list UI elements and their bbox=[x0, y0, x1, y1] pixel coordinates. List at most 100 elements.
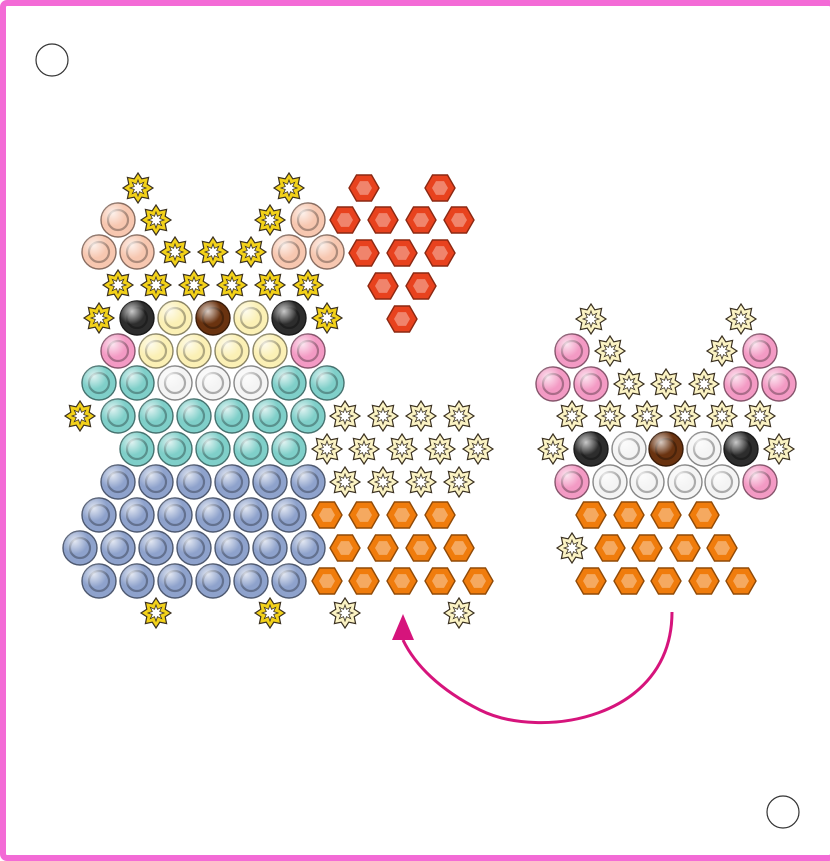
round-bead-icon bbox=[668, 465, 702, 499]
star-bead-icon bbox=[123, 173, 153, 203]
round-bead-icon bbox=[63, 531, 97, 565]
hex-bead-icon bbox=[330, 535, 360, 561]
star-bead-icon bbox=[745, 401, 775, 431]
star-bead-icon bbox=[444, 467, 474, 497]
hex-bead-icon bbox=[387, 240, 417, 266]
pegboard-hole-icon bbox=[36, 44, 68, 76]
star-bead-icon bbox=[274, 173, 304, 203]
round-bead-icon bbox=[101, 465, 135, 499]
hex-bead-icon bbox=[387, 568, 417, 594]
star-bead-icon bbox=[707, 401, 737, 431]
round-bead-icon bbox=[291, 203, 325, 237]
star-bead-icon bbox=[764, 434, 794, 464]
hex-bead-icon bbox=[368, 273, 398, 299]
round-bead-icon bbox=[253, 465, 287, 499]
star-bead-icon bbox=[406, 467, 436, 497]
hex-bead-icon bbox=[312, 568, 342, 594]
round-bead-icon bbox=[253, 531, 287, 565]
star-bead-icon bbox=[595, 336, 625, 366]
round-bead-icon bbox=[687, 432, 721, 466]
round-bead-icon bbox=[272, 301, 306, 335]
hex-bead-icon bbox=[425, 568, 455, 594]
hex-bead-icon bbox=[689, 502, 719, 528]
star-bead-icon bbox=[425, 434, 455, 464]
round-bead-icon bbox=[120, 498, 154, 532]
round-bead-icon bbox=[215, 465, 249, 499]
star-bead-icon bbox=[368, 401, 398, 431]
star-bead-icon bbox=[538, 434, 568, 464]
round-bead-icon bbox=[139, 531, 173, 565]
round-bead-icon bbox=[574, 367, 608, 401]
star-bead-icon bbox=[595, 401, 625, 431]
hex-bead-icon bbox=[349, 502, 379, 528]
hex-bead-icon bbox=[726, 568, 756, 594]
round-bead-icon bbox=[234, 366, 268, 400]
round-bead-icon bbox=[158, 366, 192, 400]
hex-bead-icon bbox=[349, 175, 379, 201]
round-bead-icon bbox=[82, 366, 116, 400]
round-bead-icon bbox=[724, 367, 758, 401]
star-bead-icon bbox=[312, 434, 342, 464]
star-bead-icon bbox=[463, 434, 493, 464]
round-bead-icon bbox=[139, 465, 173, 499]
round-bead-icon bbox=[177, 399, 211, 433]
round-bead-icon bbox=[272, 432, 306, 466]
round-bead-icon bbox=[705, 465, 739, 499]
round-bead-icon bbox=[120, 235, 154, 269]
hex-bead-icon bbox=[632, 535, 662, 561]
star-bead-icon bbox=[406, 401, 436, 431]
star-bead-icon bbox=[576, 304, 606, 334]
star-bead-icon bbox=[387, 434, 417, 464]
star-bead-icon bbox=[312, 303, 342, 333]
hex-bead-icon bbox=[406, 207, 436, 233]
round-bead-icon bbox=[649, 432, 683, 466]
star-bead-icon bbox=[651, 369, 681, 399]
round-bead-icon bbox=[120, 564, 154, 598]
hex-bead-icon bbox=[463, 568, 493, 594]
round-bead-icon bbox=[272, 564, 306, 598]
round-bead-icon bbox=[196, 498, 230, 532]
hex-bead-icon bbox=[387, 306, 417, 332]
hex-bead-icon bbox=[707, 535, 737, 561]
star-bead-icon bbox=[160, 237, 190, 267]
round-bead-icon bbox=[310, 366, 344, 400]
round-bead-icon bbox=[101, 334, 135, 368]
round-bead-icon bbox=[234, 301, 268, 335]
hex-bead-icon bbox=[312, 502, 342, 528]
hex-bead-icon bbox=[444, 535, 474, 561]
star-bead-icon bbox=[141, 205, 171, 235]
round-bead-icon bbox=[177, 465, 211, 499]
star-bead-icon bbox=[557, 533, 587, 563]
round-bead-icon bbox=[82, 235, 116, 269]
round-bead-icon bbox=[101, 399, 135, 433]
hex-bead-icon bbox=[330, 207, 360, 233]
round-bead-icon bbox=[630, 465, 664, 499]
star-bead-icon bbox=[614, 369, 644, 399]
star-bead-icon bbox=[349, 434, 379, 464]
round-bead-icon bbox=[215, 334, 249, 368]
round-bead-icon bbox=[196, 564, 230, 598]
round-bead-icon bbox=[291, 465, 325, 499]
round-bead-icon bbox=[82, 498, 116, 532]
round-bead-icon bbox=[253, 334, 287, 368]
round-bead-icon bbox=[196, 432, 230, 466]
round-bead-icon bbox=[101, 531, 135, 565]
round-bead-icon bbox=[139, 399, 173, 433]
star-bead-icon bbox=[65, 401, 95, 431]
round-bead-icon bbox=[120, 366, 154, 400]
star-bead-icon bbox=[84, 303, 114, 333]
round-bead-icon bbox=[724, 432, 758, 466]
hex-bead-icon bbox=[425, 175, 455, 201]
round-bead-icon bbox=[555, 334, 589, 368]
round-bead-icon bbox=[215, 399, 249, 433]
hex-bead-icon bbox=[406, 535, 436, 561]
round-bead-icon bbox=[101, 203, 135, 237]
star-bead-icon bbox=[255, 205, 285, 235]
round-bead-icon bbox=[593, 465, 627, 499]
hex-bead-icon bbox=[425, 502, 455, 528]
star-bead-icon bbox=[103, 270, 133, 300]
round-bead-icon bbox=[234, 564, 268, 598]
round-bead-icon bbox=[215, 531, 249, 565]
hex-bead-icon bbox=[651, 568, 681, 594]
hex-bead-icon bbox=[406, 273, 436, 299]
